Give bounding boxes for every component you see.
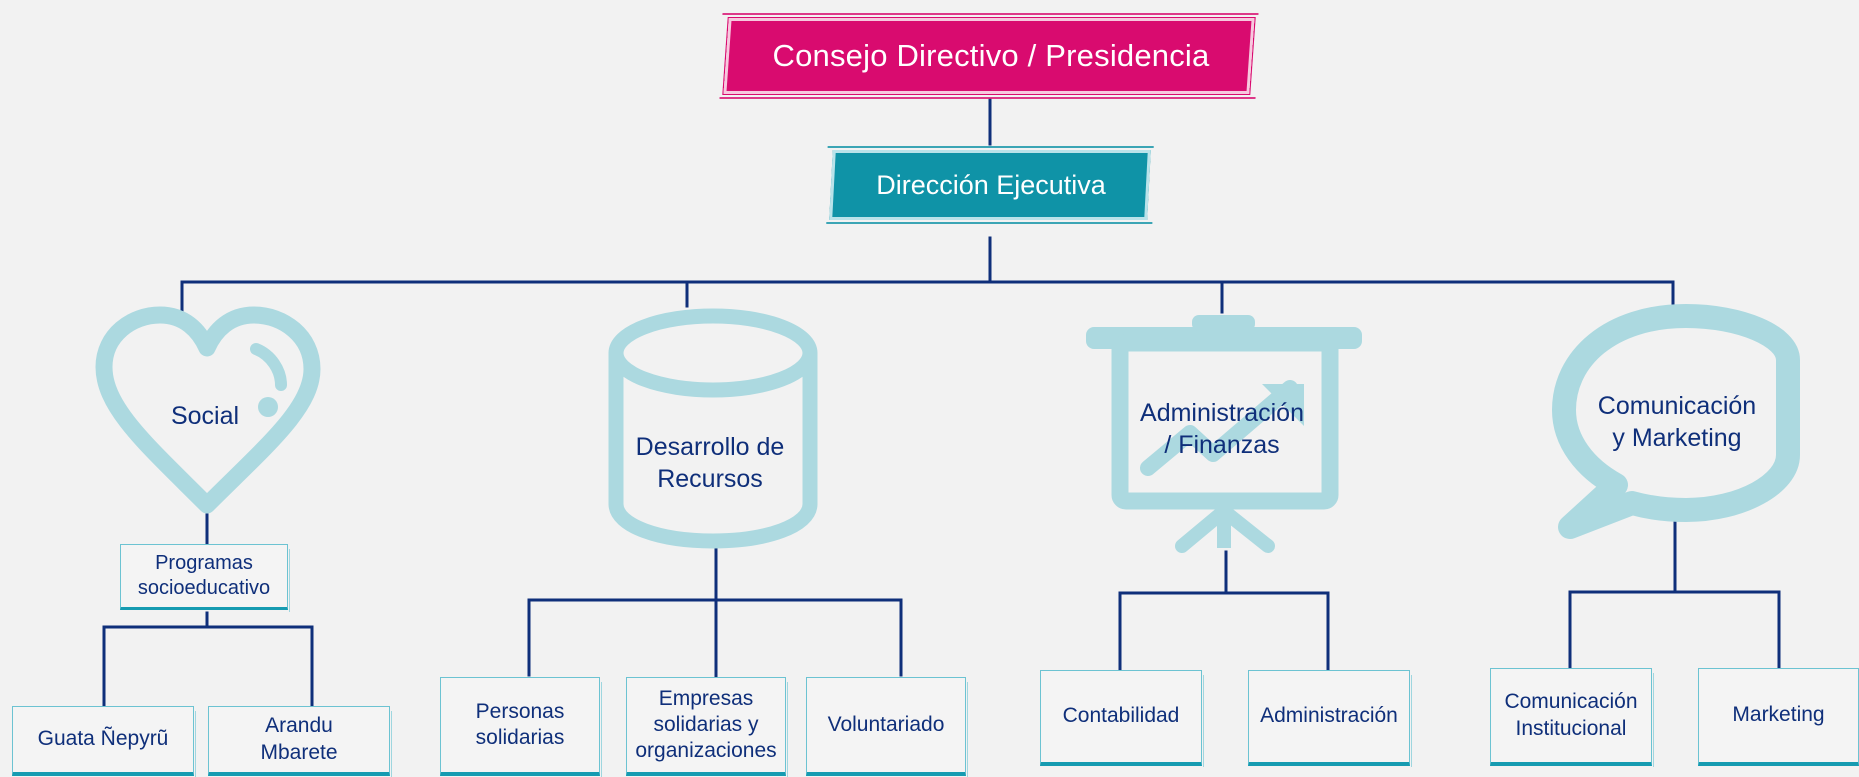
heart-icon: [95, 306, 321, 514]
speech-bubble-icon: [1552, 304, 1800, 539]
resources-volunteering-box: Voluntariado: [806, 677, 968, 777]
presentation-board-icon: [1086, 315, 1362, 553]
communication-institutional-box: Comunicación Institucional: [1490, 668, 1654, 767]
program-guata-nepyru-box: Guata Ñepyrũ: [12, 706, 196, 777]
communication-marketing-box: Marketing: [1698, 668, 1859, 766]
program-socioeducational-box: Programas socioeducativo: [120, 544, 290, 612]
finance-accounting-box: Contabilidad: [1040, 670, 1204, 767]
department-resources-label: Desarrollo de Recursos: [635, 432, 785, 494]
executive-direction-banner: Dirección Ejecutiva: [825, 144, 1157, 226]
finance-administration-box: Administración: [1248, 670, 1412, 767]
resources-companies-box: Empresas solidarias y organizaciones: [626, 677, 788, 777]
program-arandu-mbarete-box: Arandu Mbarete: [208, 706, 392, 777]
department-communication-label: Comunicación y Marketing: [1597, 391, 1757, 453]
resources-individual-donors-box: Personas solidarias: [440, 677, 602, 777]
database-cylinder-icon: [608, 308, 818, 549]
board-presidency-title: Consejo Directivo / Presidencia: [772, 38, 1210, 73]
board-presidency-banner: Consejo Directivo / Presidencia: [720, 12, 1262, 100]
department-social-label: Social: [170, 401, 240, 430]
executive-direction-title: Dirección Ejecutiva: [876, 169, 1106, 200]
department-finance-label: Administración / Finanzas: [1140, 398, 1304, 460]
